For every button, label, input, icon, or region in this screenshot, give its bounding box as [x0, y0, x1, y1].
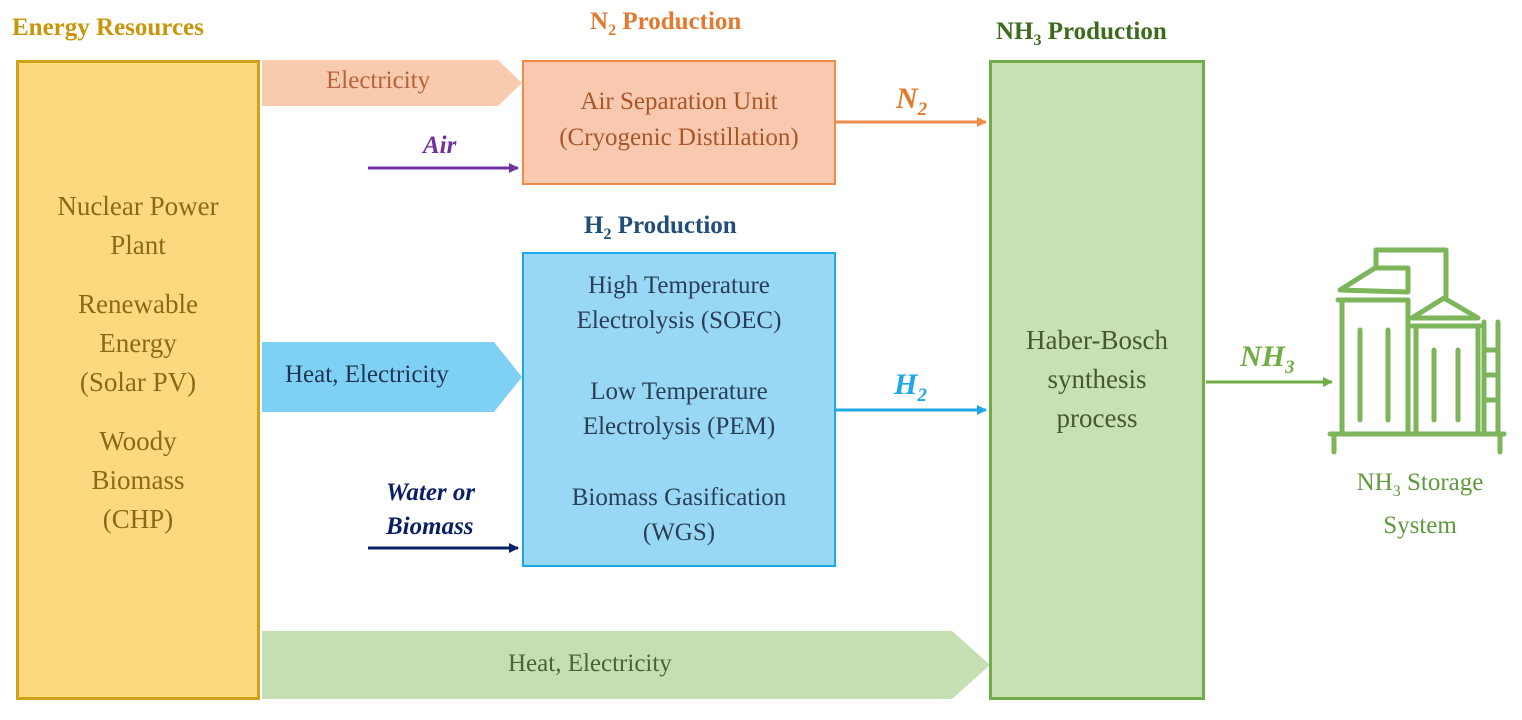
storage-tanks-icon	[1327, 247, 1507, 455]
haber-bosch-box: Haber-Bosch synthesis process	[989, 60, 1205, 700]
energy-resources-box: Nuclear Power Plant Renewable Energy (So…	[16, 60, 260, 700]
heat-electricity-band-arrow-nh3	[262, 631, 990, 699]
h2-output-label: H2	[894, 368, 927, 406]
heat-electricity-band-arrow-h2	[262, 342, 522, 412]
energy-source-nuclear: Nuclear Power Plant	[57, 191, 219, 260]
h2-production-title: H2 Production	[584, 212, 737, 243]
n2-output-label: N2	[896, 82, 928, 120]
heat-electricity-nh3-label: Heat, Electricity	[508, 650, 672, 677]
nh3-output-label: NH3	[1240, 340, 1295, 378]
water-biomass-input-label: Water or Biomass	[386, 479, 476, 540]
energy-source-renewable: Renewable Energy (Solar PV)	[78, 289, 198, 397]
air-separation-unit-box: Air Separation Unit (Cryogenic Distillat…	[522, 60, 836, 185]
n2-production-title: N2 Production	[590, 8, 742, 39]
h2-production-box: High Temperature Electrolysis (SOEC) Low…	[522, 252, 836, 567]
nh3-storage-label: NH3 Storage System	[1356, 469, 1484, 539]
electricity-band-label: Electricity	[326, 67, 431, 94]
heat-electricity-h2-label: Heat, Electricity	[285, 361, 449, 388]
nh3-production-title: NH3 Production	[996, 18, 1167, 49]
energy-source-biomass: Woody Biomass (CHP)	[91, 426, 185, 534]
electricity-band-arrow	[262, 60, 522, 106]
energy-resources-title: Energy Resources	[12, 14, 204, 41]
air-input-label: Air	[423, 132, 457, 159]
